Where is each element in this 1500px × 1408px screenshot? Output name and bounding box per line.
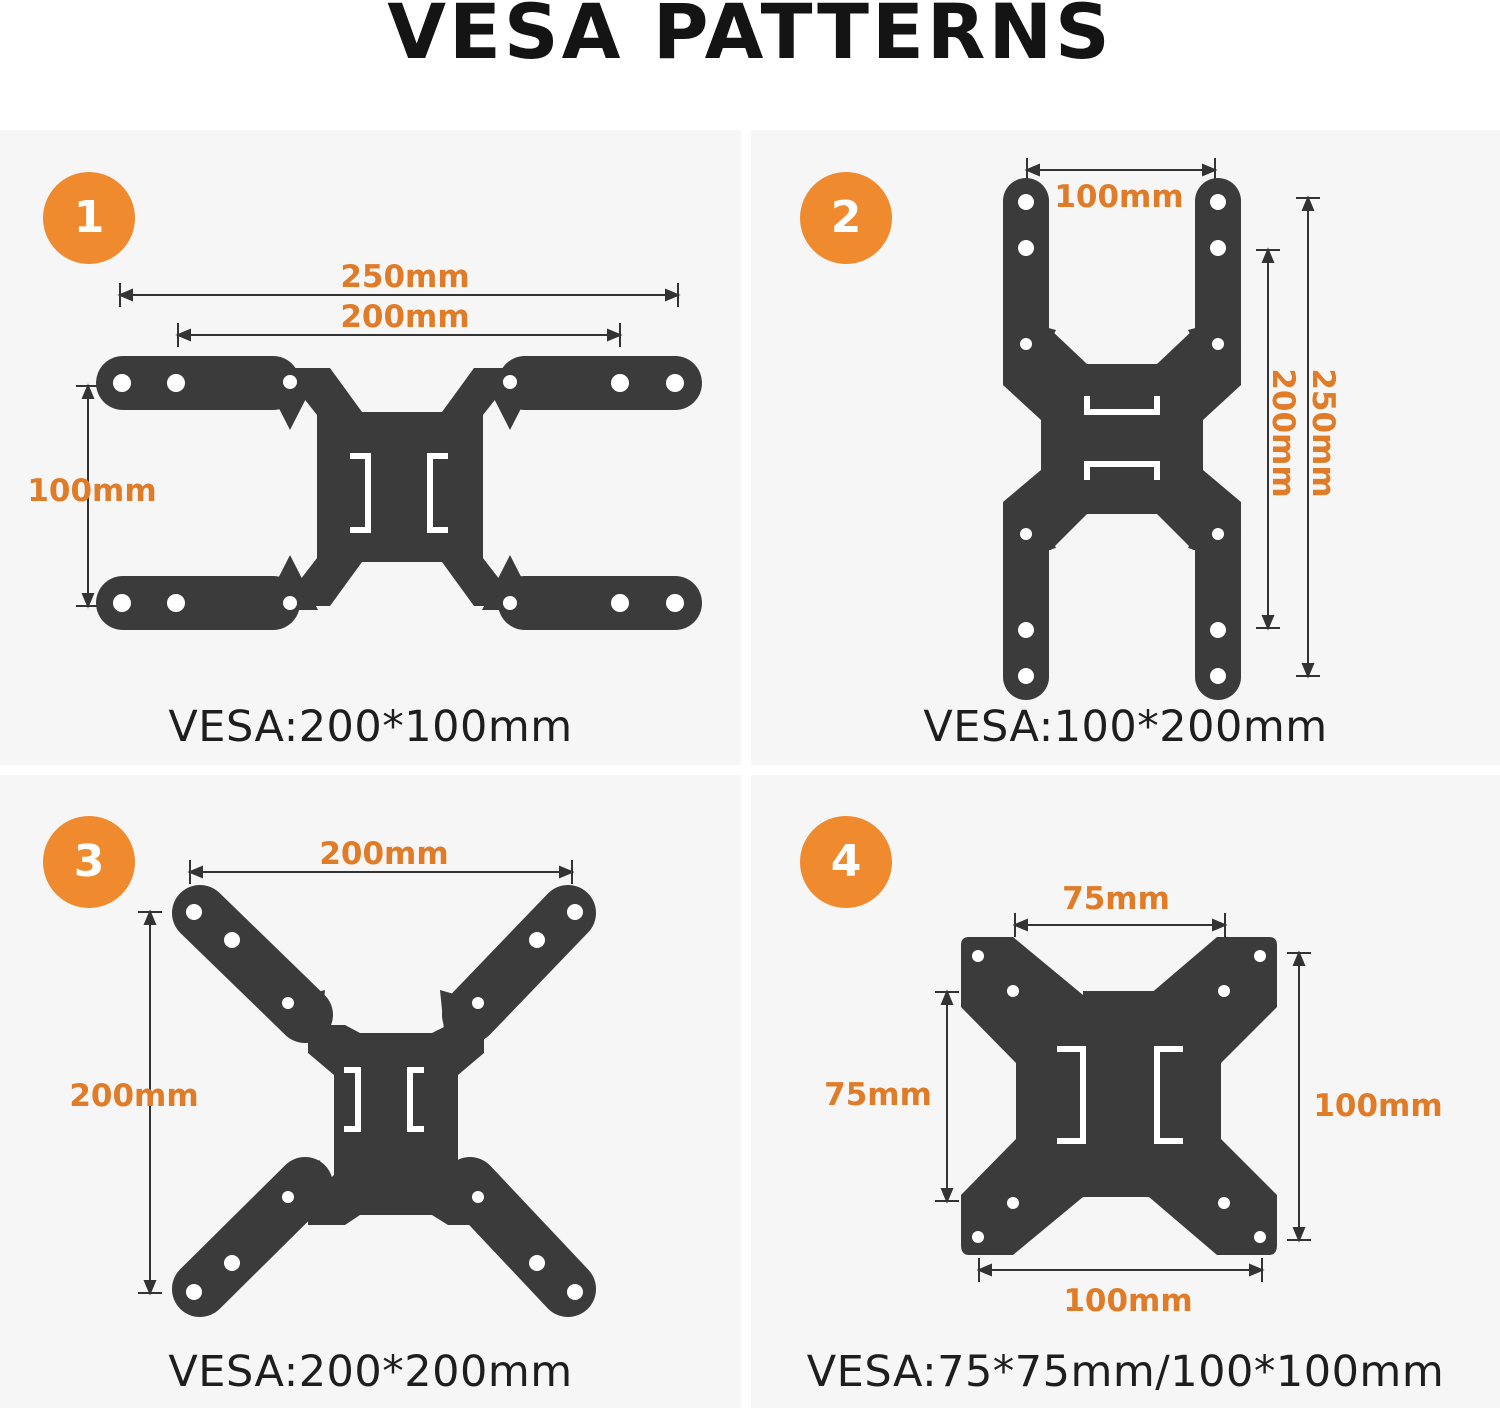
caption-2: VESA:100*200mm — [923, 702, 1328, 752]
dimension-line-left — [76, 383, 100, 609]
panel-vesa-75x75-100x100: 4 — [751, 775, 1500, 1408]
dimension-line-right-outer — [1296, 195, 1320, 679]
dim-label-top: 100mm — [1054, 179, 1183, 215]
panel-vesa-100x200: 2 — [751, 130, 1500, 765]
bracket-diagram-1: 250mm 200mm 100mm — [27, 259, 702, 630]
bracket-plate — [1003, 178, 1241, 700]
panel-vesa-200x200: 3 — [0, 775, 741, 1408]
dimension-line-top-outer — [117, 283, 681, 307]
bracket-diagram-4: 75mm 75mm 100mm 100mm — [824, 881, 1443, 1319]
bracket-diagram-2: 100mm 200mm 250mm — [1003, 158, 1341, 700]
step-badge-4: 4 — [800, 816, 892, 908]
bracket-slots — [1084, 396, 1160, 480]
dim-label-bottom: 100mm — [1063, 1283, 1192, 1319]
bracket-slots — [344, 1067, 424, 1132]
bracket-holes — [113, 374, 684, 612]
dimension-line-top — [187, 860, 575, 884]
dim-label-right-outer: 250mm — [1305, 368, 1341, 497]
dim-label-top-outer: 250mm — [340, 259, 469, 295]
dimension-line-top — [1024, 158, 1218, 182]
dimension-line-right-inner — [1256, 247, 1280, 631]
bracket-slots — [1057, 1046, 1183, 1144]
page-title: VESA PATTERNS — [387, 0, 1113, 76]
bracket-plate — [172, 885, 596, 1317]
step-badge-2: 2 — [800, 172, 892, 264]
dimension-line-top — [1012, 913, 1228, 937]
bracket-plate — [96, 356, 702, 630]
bracket-holes — [972, 950, 1266, 1243]
dim-label-top: 75mm — [1062, 881, 1170, 917]
dimension-line-bottom — [976, 1258, 1265, 1282]
bracket-holes — [186, 904, 583, 1300]
dim-label-left: 200mm — [69, 1078, 198, 1114]
step-badge-1: 1 — [43, 172, 135, 264]
caption-4: VESA:75*75mm/100*100mm — [806, 1347, 1445, 1397]
dimension-line-right — [1287, 950, 1311, 1243]
step-badge-3: 3 — [43, 816, 135, 908]
bracket-slots — [350, 453, 448, 533]
dim-label-right-inner: 200mm — [1265, 368, 1301, 497]
panel-vesa-200x100: 1 — [0, 130, 741, 765]
caption-3: VESA:200*200mm — [168, 1347, 573, 1397]
dimension-line-left — [935, 989, 959, 1204]
dim-label-left: 100mm — [27, 473, 156, 509]
bracket-holes — [1018, 194, 1226, 684]
dim-label-top-inner: 200mm — [340, 299, 469, 335]
bracket-plate — [961, 937, 1277, 1255]
dimension-line-top-inner — [175, 323, 623, 347]
dim-label-left: 75mm — [824, 1077, 932, 1113]
dimension-line-left — [138, 909, 162, 1296]
caption-1: VESA:200*100mm — [168, 702, 573, 752]
dim-label-top: 200mm — [319, 836, 448, 872]
dim-label-right: 100mm — [1313, 1088, 1442, 1124]
bracket-diagram-3: 200mm 200mm — [69, 836, 596, 1317]
